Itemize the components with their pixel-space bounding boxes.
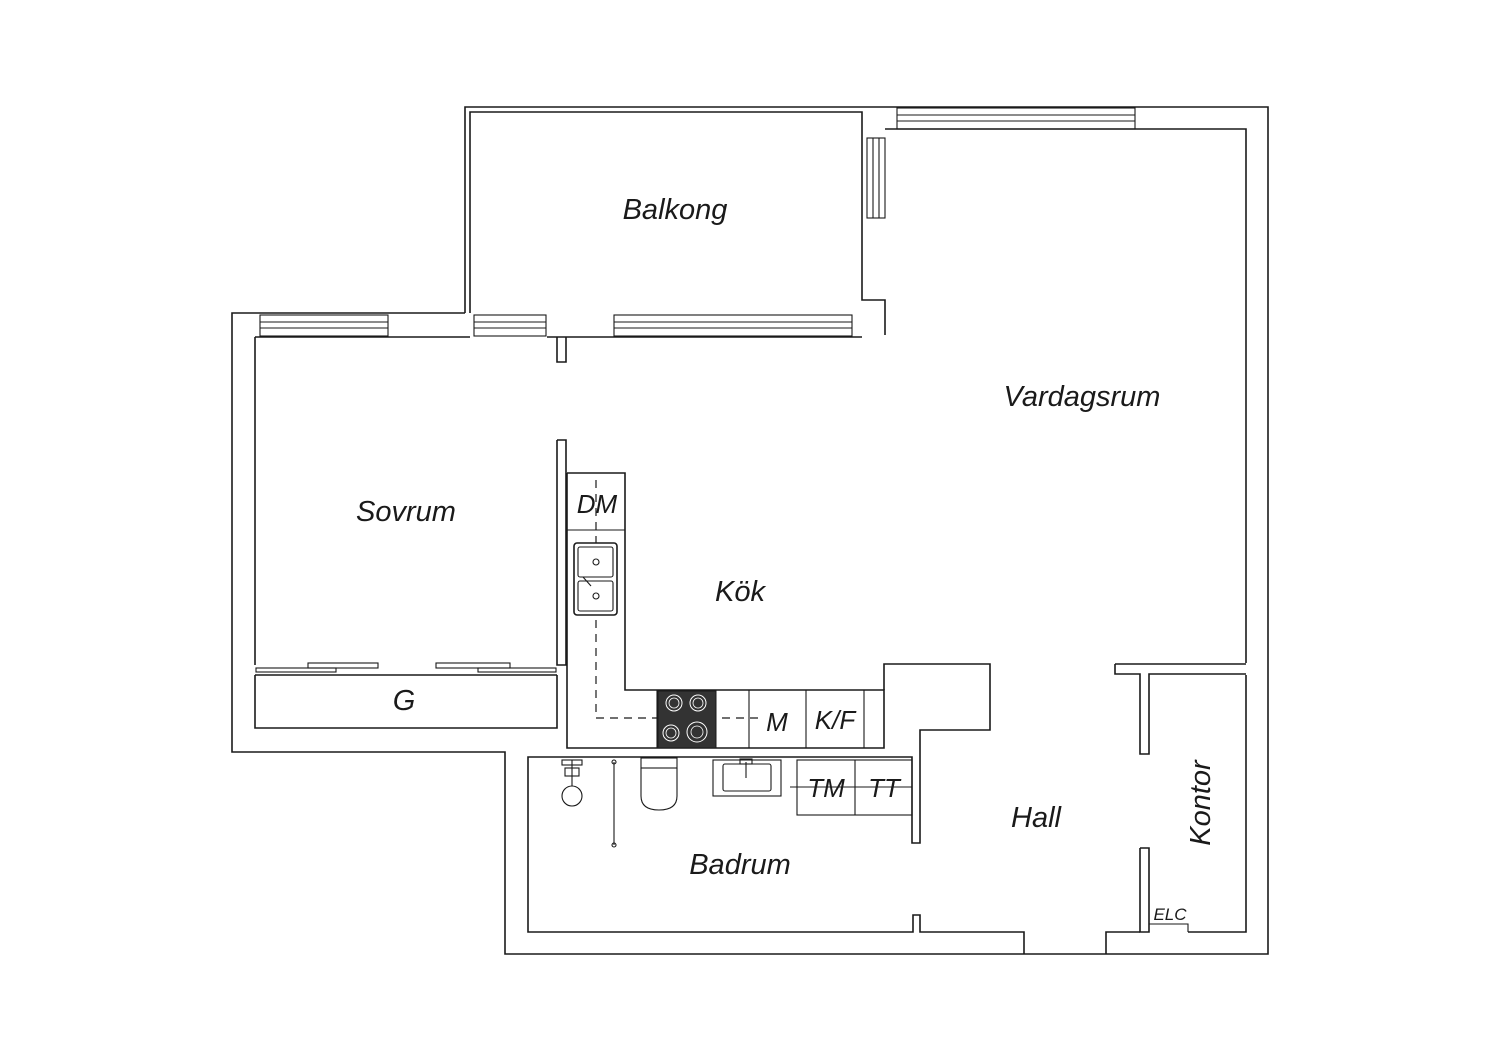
room-label-kontor: Kontor xyxy=(1185,759,1217,846)
appliance-label-m: M xyxy=(766,707,788,737)
kitchen-counter xyxy=(566,472,885,749)
room-label-garderob: G xyxy=(393,685,416,717)
toilet-icon xyxy=(640,757,678,811)
room-label-balkong: Balkong xyxy=(623,194,728,226)
room-label-sovrum: Sovrum xyxy=(356,496,456,528)
laundry-cabinet xyxy=(790,759,913,816)
windows xyxy=(259,107,1136,337)
appliance-label-kf: K/F xyxy=(815,705,858,735)
appliance-label-tt: TT xyxy=(868,773,902,803)
room-label-kok: Kök xyxy=(715,576,766,608)
appliance-label-dm: DM xyxy=(577,489,618,519)
outer-walls xyxy=(231,106,1269,955)
shower-icon xyxy=(561,759,583,807)
shower-screen xyxy=(611,759,617,848)
kitchen-sink-icon xyxy=(573,542,618,616)
room-labels: Balkong Vardagsrum Sovrum Kök G Hall Bad… xyxy=(356,194,1217,881)
room-label-vardagsrum: Vardagsrum xyxy=(1004,381,1161,413)
wardrobe-doors xyxy=(255,662,557,673)
appliance-labels: DM M K/F TM TT ELC xyxy=(577,489,1187,924)
washbasin-icon xyxy=(712,758,782,797)
room-label-hall: Hall xyxy=(1011,802,1063,834)
appliance-label-elc: ELC xyxy=(1153,905,1187,924)
appliance-label-tm: TM xyxy=(807,773,845,803)
bathroom-fixtures xyxy=(561,757,913,848)
stove-icon xyxy=(657,690,717,749)
room-label-badrum: Badrum xyxy=(689,849,791,881)
